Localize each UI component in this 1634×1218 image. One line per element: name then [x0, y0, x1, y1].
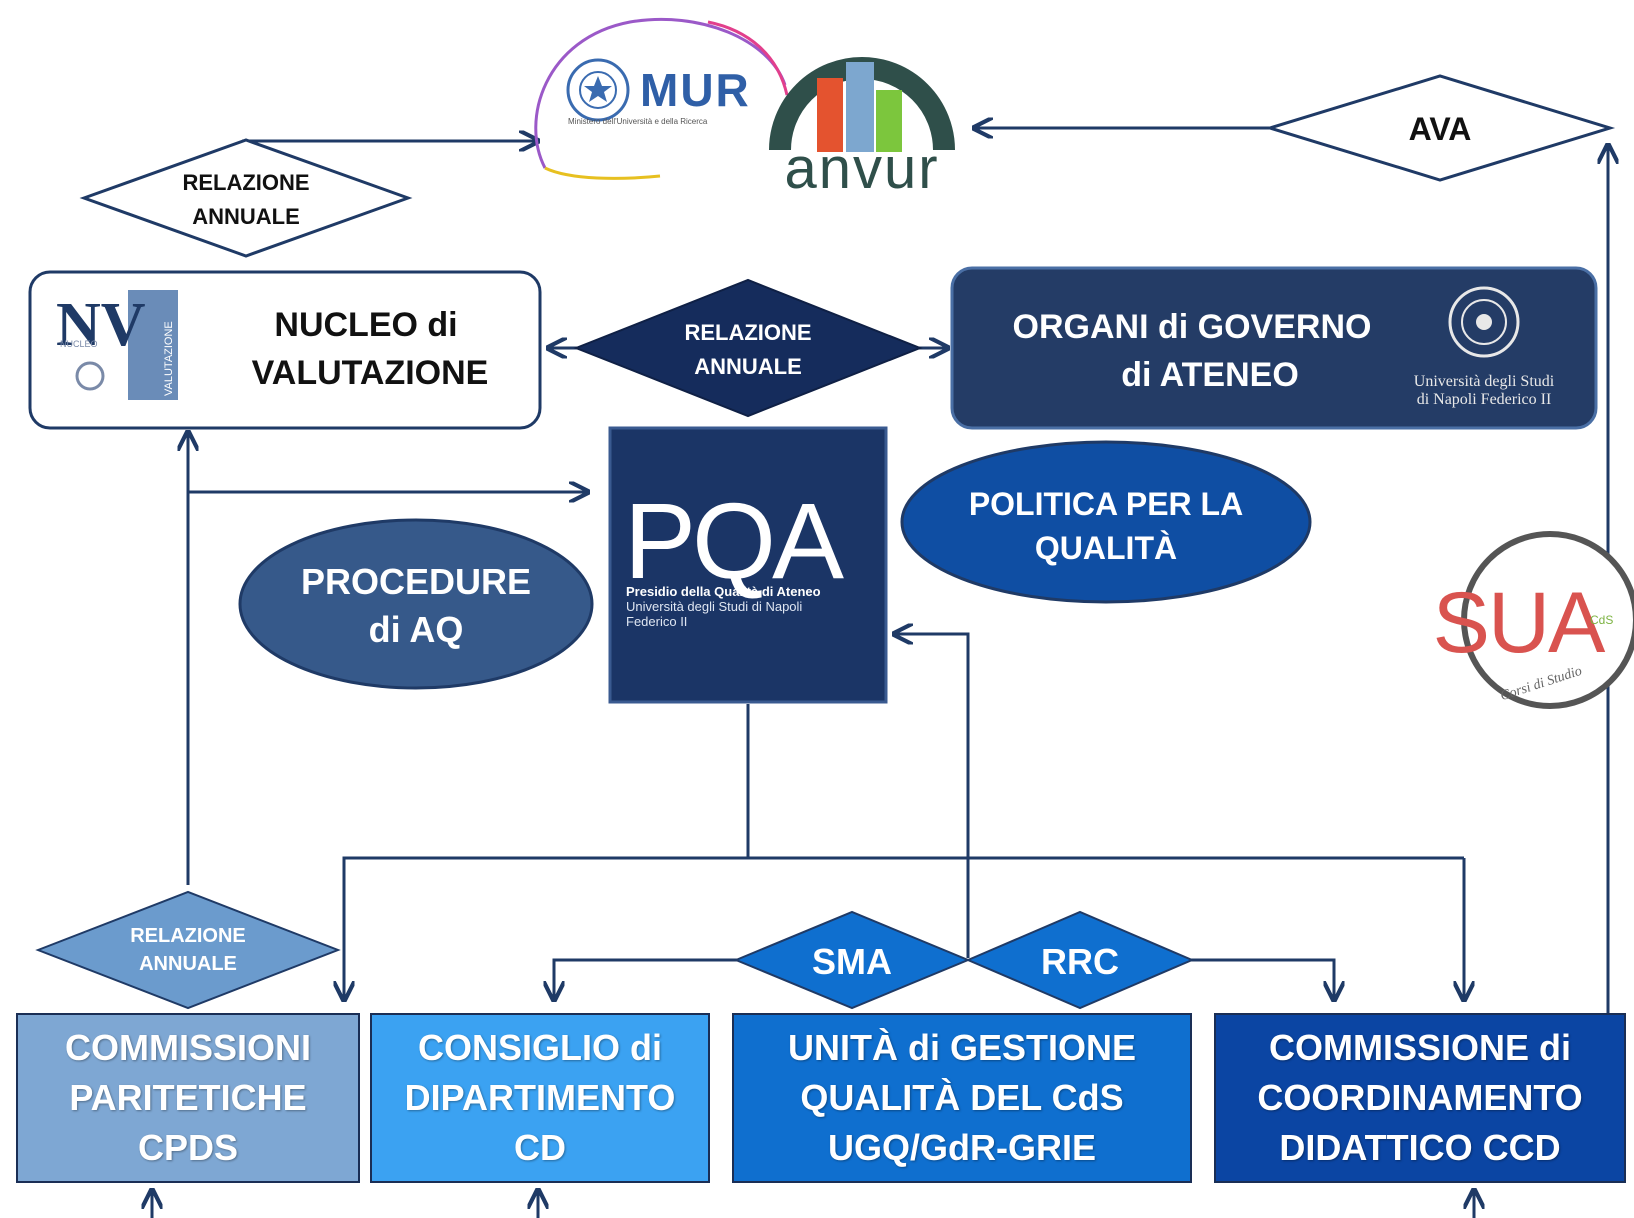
nv-side1: NUCLEO: [60, 339, 98, 349]
ccd-line1: COMMISSIONE di: [1268, 1027, 1571, 1068]
relazione-mid-line1: RELAZIONE: [684, 320, 811, 345]
nv-emblem-icon: [75, 361, 105, 391]
box-cpds: COMMISSIONI PARITETICHE CPDS: [16, 1013, 360, 1183]
unina-line2: di Napoli Federico II: [1417, 391, 1552, 408]
mur-subtitle: Ministero dell'Università e della Ricerc…: [568, 117, 708, 126]
diamond-relazione-bottom: RELAZIONE ANNUALE: [35, 890, 341, 1010]
nv-logo: NV NUCLEO VALUTAZIONE: [56, 290, 178, 400]
arrow-rrc-to-ccd: [1190, 958, 1334, 1000]
ellipse-politica: POLITICA PER LA QUALITÀ: [900, 440, 1312, 604]
sua-letters: SUA: [1433, 575, 1606, 671]
box-cd: CONSIGLIO di DIPARTIMENTO CD: [370, 1013, 710, 1183]
diamond-relazione-mid: RELAZIONE ANNUALE: [573, 278, 923, 418]
procedure-line1: PROCEDURE: [301, 561, 531, 602]
pqa-box: PQA Presidio della Qualità di Ateneo Uni…: [608, 426, 888, 704]
nv-letters: NV: [56, 291, 146, 359]
cpds-line3: CPDS: [137, 1127, 238, 1168]
politica-line1: POLITICA PER LA: [969, 486, 1243, 522]
sua-cds: CdS: [1590, 613, 1613, 627]
politica-line2: QUALITÀ: [1035, 530, 1177, 566]
mur-text: MUR: [640, 64, 751, 116]
sma-label: SMA: [812, 941, 892, 982]
ugq-line2: QUALITÀ DEL CdS: [800, 1077, 1124, 1118]
relazione-bottom-line2: ANNUALE: [139, 953, 237, 975]
organi-box: ORGANI di GOVERNO di ATENEO Università d…: [950, 266, 1598, 430]
emblem-icon: [566, 58, 630, 122]
nucleo-box: NV NUCLEO VALUTAZIONE NUCLEO di VALUTAZI…: [28, 270, 542, 430]
cd-line3: CD: [513, 1127, 566, 1168]
cpds-line2: PARITETICHE: [69, 1077, 307, 1118]
diamond-rrc: RRC: [965, 910, 1195, 1010]
anvur-bar-red: [817, 78, 843, 152]
ugq-line3: UGQ/GdR-GRIE: [827, 1127, 1096, 1168]
box-ugq: UNITÀ di GESTIONE QUALITÀ DEL CdS UGQ/Gd…: [732, 1013, 1192, 1183]
box-ccd: COMMISSIONE di COORDINAMENTO DIDATTICO C…: [1214, 1013, 1626, 1183]
ccd-line2: COORDINAMENTO: [1257, 1077, 1583, 1118]
ccd-line3: DIDATTICO CCD: [1279, 1127, 1561, 1168]
ava-label: AVA: [1409, 111, 1472, 147]
rrc-label: RRC: [1041, 941, 1119, 982]
pqa-letters: PQA: [624, 480, 844, 601]
relazione-top-line2: ANNUALE: [192, 204, 300, 229]
anvur-bar-blue: [846, 62, 874, 152]
pqa-line1: Presidio della Qualità di Ateneo: [626, 584, 821, 599]
sua-logo: SUA CdS Corsi di Studio: [1433, 531, 1634, 709]
ugq-line1: UNITÀ di GESTIONE: [787, 1027, 1136, 1068]
procedure-line2: di AQ: [369, 609, 464, 650]
diamond-ava: AVA: [1264, 74, 1616, 182]
unina-line1: Università degli Studi: [1414, 373, 1555, 390]
anvur-bar-green: [876, 90, 902, 152]
nucleo-line1: NUCLEO di: [274, 306, 457, 344]
relazione-mid-line2: ANNUALE: [694, 354, 802, 379]
pqa-line3: Federico II: [626, 614, 687, 629]
unina-logo: Università degli Studi di Napoli Federic…: [1414, 286, 1555, 408]
nv-side2: VALUTAZIONE: [163, 321, 175, 396]
relazione-top-line1: RELAZIONE: [182, 170, 309, 195]
mur-logo: MUR Ministero dell'Università e della Ri…: [534, 17, 789, 180]
diamond-sma: SMA: [733, 910, 971, 1010]
ellipse-procedure: PROCEDURE di AQ: [238, 518, 594, 690]
nucleo-line2: VALUTAZIONE: [252, 354, 489, 392]
organi-line2: di ATENEO: [1121, 356, 1299, 394]
arrow-sma-to-cd: [554, 958, 738, 1000]
unina-seal-icon: [1448, 286, 1520, 358]
anvur-logo: anvur: [769, 57, 955, 201]
cd-line2: DIPARTIMENTO: [404, 1077, 676, 1118]
organi-line1: ORGANI di GOVERNO: [1013, 308, 1372, 346]
cpds-line1: COMMISSIONI: [64, 1027, 311, 1068]
arrow-rrc-to-pqa: [894, 634, 970, 958]
diamond-relazione-top: RELAZIONE ANNUALE: [79, 138, 413, 258]
cd-line1: CONSIGLIO di: [417, 1027, 662, 1068]
pqa-line2: Università degli Studi di Napoli: [626, 599, 802, 614]
relazione-bottom-line1: RELAZIONE: [130, 925, 246, 947]
anvur-text: anvur: [784, 136, 939, 201]
arrow-pqa-to-cpds: [344, 856, 1464, 1000]
